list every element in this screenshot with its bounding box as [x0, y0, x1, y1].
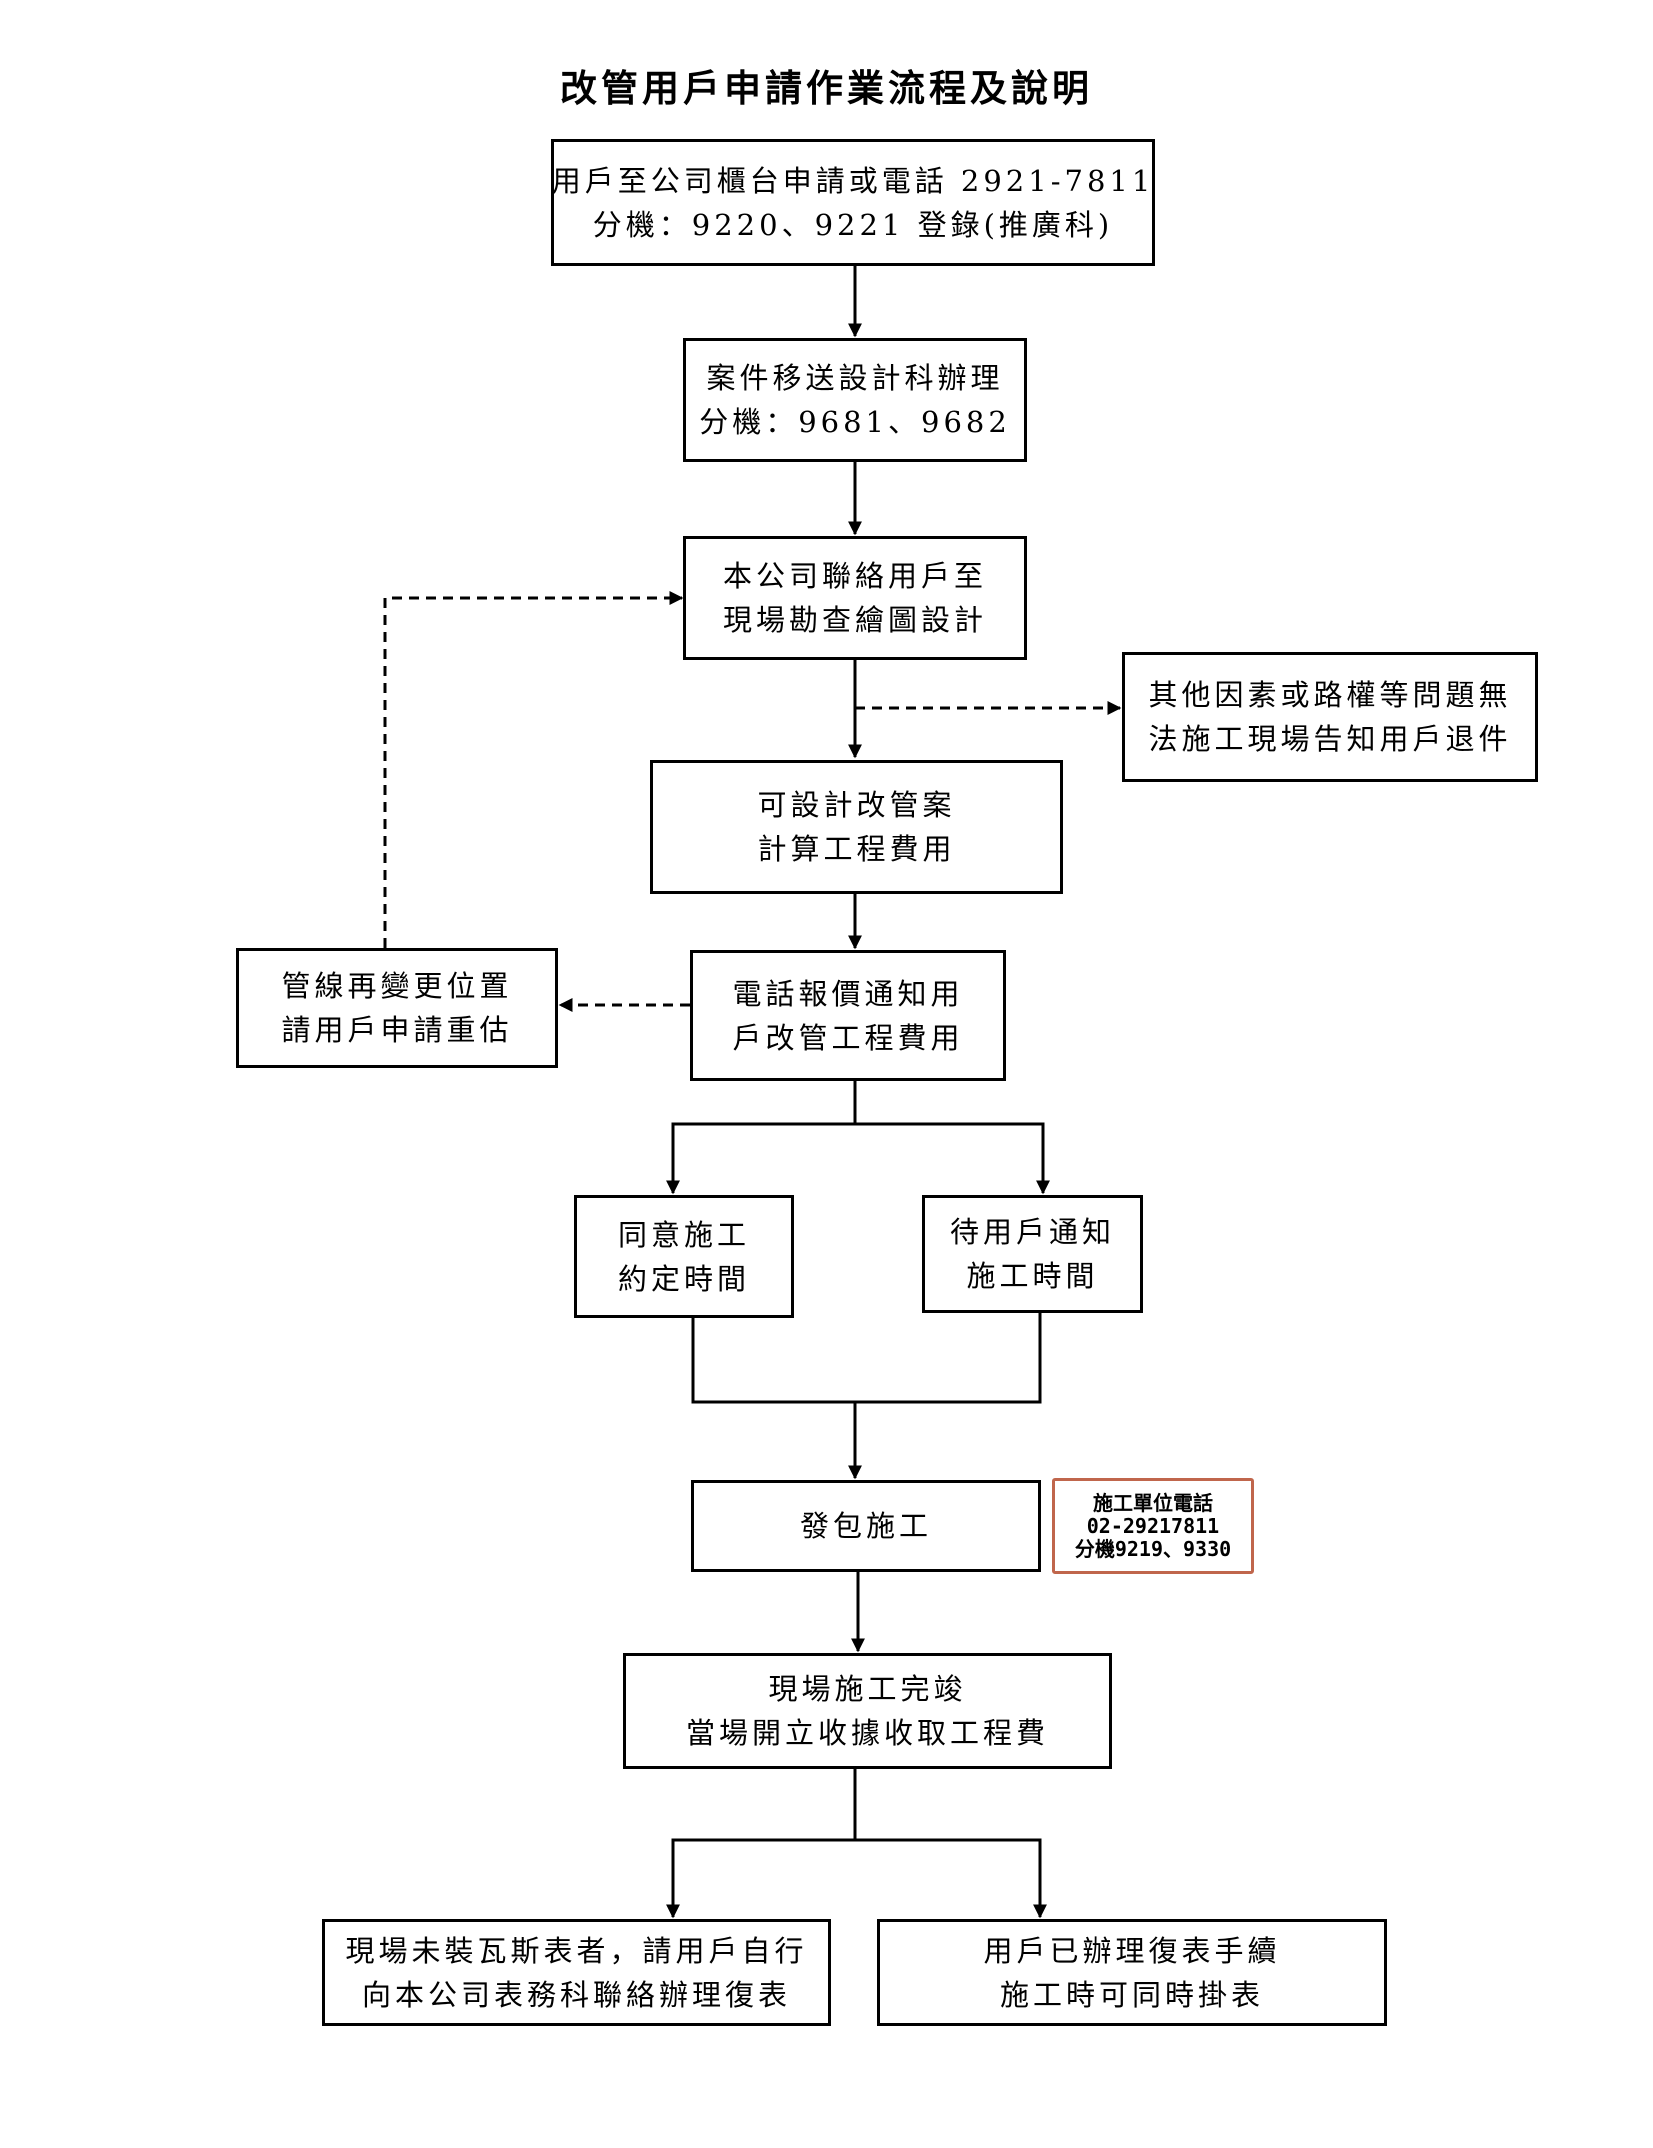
node-transfer-line-2: 分機：9681、9682	[699, 405, 1011, 439]
node-reject: 其他因素或路權等問題無 法施工現場告知用戶退件	[1122, 652, 1538, 782]
node-apply-line-1: 用戶至公司櫃台申請或電話 2921-7811	[551, 163, 1155, 198]
node-apply-line-2: 分機：9220、9221 登錄(推廣科)	[592, 207, 1114, 242]
node-quote: 電話報價通知用 戶改管工程費用	[690, 950, 1006, 1081]
node-contract-line-1: 發包施工	[799, 1509, 932, 1543]
node-reestimate-line-1: 管線再變更位置	[281, 969, 513, 1003]
node-no-meter-line-2: 向本公司表務科聯絡辦理復表	[361, 1977, 791, 2012]
node-survey-line-1: 本公司聯絡用戶至	[722, 559, 987, 593]
node-agree: 同意施工 約定時間	[574, 1195, 794, 1318]
contact-phone-box: 施工單位電話 02-29217811 分機9219、9330	[1052, 1478, 1254, 1574]
node-wait-line-1: 待用戶通知	[949, 1215, 1115, 1249]
node-reestimate-line-2: 請用戶申請重估	[281, 1013, 513, 1047]
connector-merge-branches	[691, 1313, 1042, 1404]
node-wait-line-2: 施工時間	[966, 1259, 1099, 1293]
arrow-split-to-no-meter	[666, 1838, 855, 1919]
node-has-meter-line-2: 施工時可同時掛表	[999, 1977, 1264, 2012]
contact-line-3: 分機9219、9330	[1074, 1536, 1232, 1561]
node-has-meter-line-1: 用戶已辦理復表手續	[983, 1933, 1281, 1968]
contact-line-2: 02-29217811	[1086, 1513, 1220, 1538]
node-survey-line-2: 現場勘查繪圖設計	[722, 603, 987, 637]
node-agree-line-2: 約定時間	[617, 1261, 750, 1296]
node-quote-line-1: 電話報價通知用	[732, 976, 964, 1011]
arrow-split-to-agree	[666, 1122, 855, 1195]
node-no-meter-line-1: 現場未裝瓦斯表者，請用戶自行	[345, 1933, 808, 1968]
page-title: 改管用戶申請作業流程及說明	[560, 67, 1093, 110]
arrow-split-to-wait	[855, 1122, 1050, 1195]
node-survey: 本公司聯絡用戶至 現場勘查繪圖設計	[683, 536, 1027, 660]
node-complete: 現場施工完竣 當場開立收據收取工程費	[623, 1653, 1112, 1769]
node-no-meter: 現場未裝瓦斯表者，請用戶自行 向本公司表務科聯絡辦理復表	[322, 1919, 831, 2026]
node-wait: 待用戶通知 施工時間	[922, 1195, 1143, 1313]
node-transfer-line-1: 案件移送設計科辦理	[706, 361, 1004, 395]
node-complete-line-1: 現場施工完竣	[768, 1672, 967, 1706]
arrow-split-to-has-meter	[855, 1838, 1047, 1919]
contact-line-1: 施工單位電話	[1093, 1490, 1213, 1515]
node-design-line-1: 可設計改管案	[757, 788, 956, 822]
node-apply: 用戶至公司櫃台申請或電話 2921-7811 分機：9220、9221 登錄(推…	[551, 139, 1155, 266]
node-reject-line-1: 其他因素或路權等問題無	[1148, 678, 1512, 712]
node-complete-line-2: 當場開立收據收取工程費	[685, 1716, 1049, 1750]
node-agree-line-1: 同意施工	[617, 1217, 750, 1252]
node-design: 可設計改管案 計算工程費用	[650, 760, 1063, 894]
node-quote-line-2: 戶改管工程費用	[732, 1020, 964, 1055]
node-design-line-2: 計算工程費用	[757, 832, 956, 866]
node-reestimate: 管線再變更位置 請用戶申請重估	[236, 948, 558, 1068]
node-reject-line-2: 法施工現場告知用戶退件	[1148, 722, 1512, 756]
node-has-meter: 用戶已辦理復表手續 施工時可同時掛表	[877, 1919, 1387, 2026]
node-contract: 發包施工	[691, 1480, 1041, 1572]
node-transfer: 案件移送設計科辦理 分機：9681、9682	[683, 338, 1027, 462]
dashed-loop-back-to-survey	[383, 591, 684, 948]
